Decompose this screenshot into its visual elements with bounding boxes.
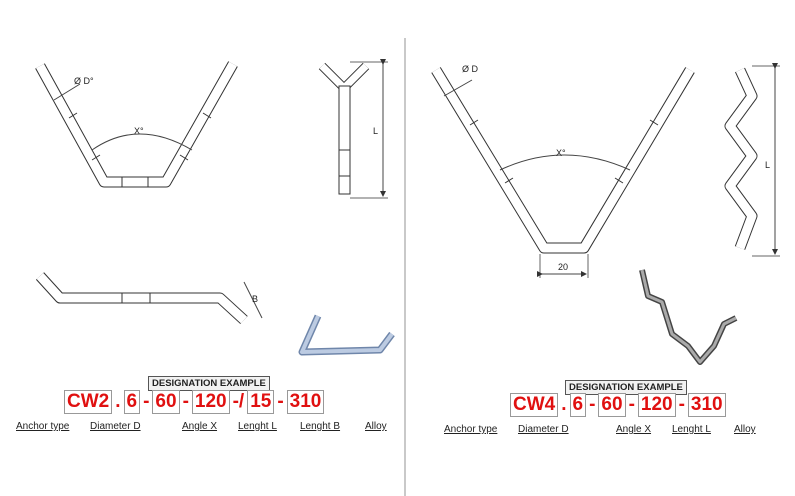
cw2-front-view <box>35 61 238 188</box>
left-designation-code: CW2 . 6 - 60 - 120 -/ 15 - 310 <box>64 390 325 414</box>
cw2-length-label: L <box>373 126 378 136</box>
label-length-l: Lenght L <box>672 424 711 435</box>
panel-divider <box>404 38 406 496</box>
code-length-l: 120 <box>191 390 230 414</box>
code-angle: 60 <box>598 393 626 417</box>
code-separator: . <box>115 391 121 412</box>
left-designation-title: DESIGNATION EXAMPLE <box>148 376 270 391</box>
cw4-front-view <box>431 67 695 278</box>
code-alloy: 310 <box>286 390 325 414</box>
cw4-3d-render <box>639 269 738 365</box>
code-diameter: 6 <box>569 393 587 417</box>
code-length-l: 120 <box>637 393 676 417</box>
code-anchor-type: CW2 <box>64 390 113 414</box>
right-designation-code: CW4 . 6 - 60 - 120 - 310 <box>510 393 726 417</box>
code-angle: 60 <box>152 390 180 414</box>
cw2-side-view <box>318 59 388 199</box>
cw4-diameter-label: Ø D <box>462 64 479 74</box>
label-diameter: Diameter D <box>518 424 569 435</box>
label-anchor-type: Anchor type <box>16 421 70 432</box>
code-separator: . <box>561 394 567 415</box>
label-angle: Angle X <box>182 421 218 432</box>
code-alloy: 310 <box>687 393 726 417</box>
label-length-l: Lenght L <box>238 421 277 432</box>
label-alloy: Alloy <box>734 424 756 435</box>
label-anchor-type: Anchor type <box>444 424 498 435</box>
code-anchor-type: CW4 <box>510 393 559 417</box>
right-designation-title: DESIGNATION EXAMPLE <box>565 380 687 395</box>
code-length-b: 15 <box>247 390 275 414</box>
cw2-3d-render <box>298 314 395 356</box>
code-separator: - <box>589 394 596 415</box>
label-alloy: Alloy <box>365 421 387 432</box>
label-length-b: Lenght B <box>300 421 341 432</box>
cw2-angle-label: X° <box>134 126 144 136</box>
code-separator: -/ <box>232 391 245 412</box>
cw4-angle-label: X° <box>556 148 566 158</box>
cw2-bend-label: B <box>252 294 258 304</box>
code-separator: - <box>182 391 189 412</box>
cw2-top-view <box>35 272 263 325</box>
cw2-diameter-label: Ø D° <box>74 76 94 86</box>
label-angle: Angle X <box>616 424 652 435</box>
label-diameter: Diameter D <box>90 421 141 432</box>
code-separator: - <box>678 394 685 415</box>
code-separator: - <box>628 394 635 415</box>
cw4-base-label: 20 <box>558 262 568 272</box>
cw4-side-view <box>724 63 780 257</box>
code-diameter: 6 <box>123 390 141 414</box>
cw4-length-label: L <box>765 160 770 170</box>
code-separator: - <box>143 391 150 412</box>
code-separator: - <box>277 391 284 412</box>
